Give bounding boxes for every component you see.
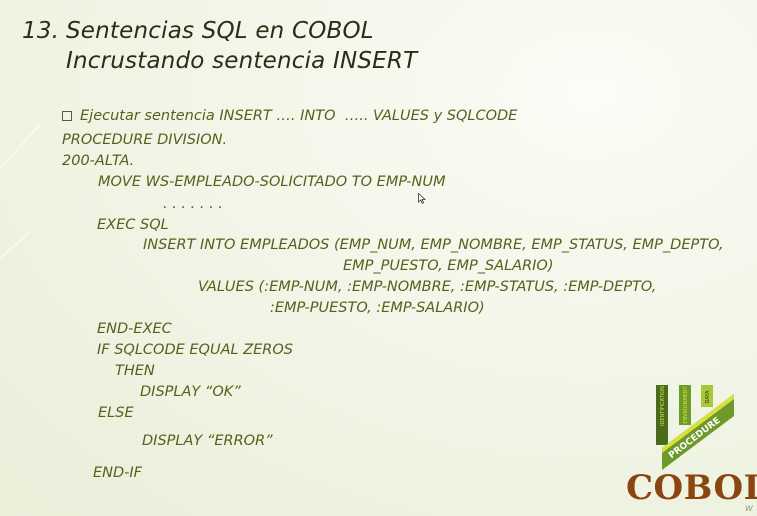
slide-title: 13.Sentencias SQL en COBOL Incrustando s… [22, 16, 417, 76]
code-procedure-division: PROCEDURE DIVISION. [62, 132, 228, 148]
code-then: THEN [115, 363, 155, 379]
code-end-exec: END-EXEC [97, 321, 172, 337]
code-values-line-2: :EMP-PUESTO, :EMP-SALARIO) [270, 300, 485, 316]
code-ellipsis: . . . . . . . [163, 196, 223, 212]
code-else: ELSE [98, 405, 134, 421]
slide-number: 13. [22, 18, 60, 44]
code-insert-line-2: EMP_PUESTO, EMP_SALARIO) [343, 258, 554, 274]
division-bars-graphic: IDENTIFICATION ENVIRONMENT DATA PROCEDUR… [656, 385, 734, 470]
title-line-1: Sentencias SQL en COBOL [66, 18, 374, 44]
code-if-statement: IF SQLCODE EQUAL ZEROS [97, 342, 293, 358]
code-end-if: END-IF [93, 465, 143, 481]
svg-text:ENVIRONMENT: ENVIRONMENT [683, 385, 689, 423]
code-move-statement: MOVE WS-EMPLEADO-SOLICITADO TO EMP-NUM [98, 174, 446, 190]
logo-subtext: w [744, 503, 753, 514]
code-insert-line-1: INSERT INTO EMPLEADOS (EMP_NUM, EMP_NOMB… [143, 237, 724, 253]
code-values-line-1: VALUES (:EMP-NUM, :EMP-NOMBRE, :EMP-STAT… [198, 279, 657, 295]
cobol-logo: IDENTIFICATION ENVIRONMENT DATA PROCEDUR… [622, 380, 757, 516]
decorative-line [0, 123, 41, 169]
code-paragraph-name: 200-ALTA. [62, 153, 135, 169]
mouse-cursor-icon [418, 193, 426, 204]
code-exec-sql: EXEC SQL [97, 217, 169, 233]
bullet-item: Ejecutar sentencia INSERT …. INTO ….. VA… [62, 107, 517, 125]
cobol-logo-text: COBOL [626, 468, 757, 508]
bullet-text: Ejecutar sentencia INSERT …. INTO ….. VA… [80, 108, 518, 124]
checkbox-bullet-icon [62, 111, 72, 121]
svg-text:IDENTIFICATION: IDENTIFICATION [660, 386, 666, 426]
title-line-2: Incrustando sentencia INSERT [66, 48, 418, 74]
code-display-ok: DISPLAY “OK” [140, 384, 241, 400]
decorative-line [0, 231, 31, 259]
code-display-error: DISPLAY “ERROR” [142, 433, 273, 449]
svg-text:DATA: DATA [705, 390, 711, 403]
